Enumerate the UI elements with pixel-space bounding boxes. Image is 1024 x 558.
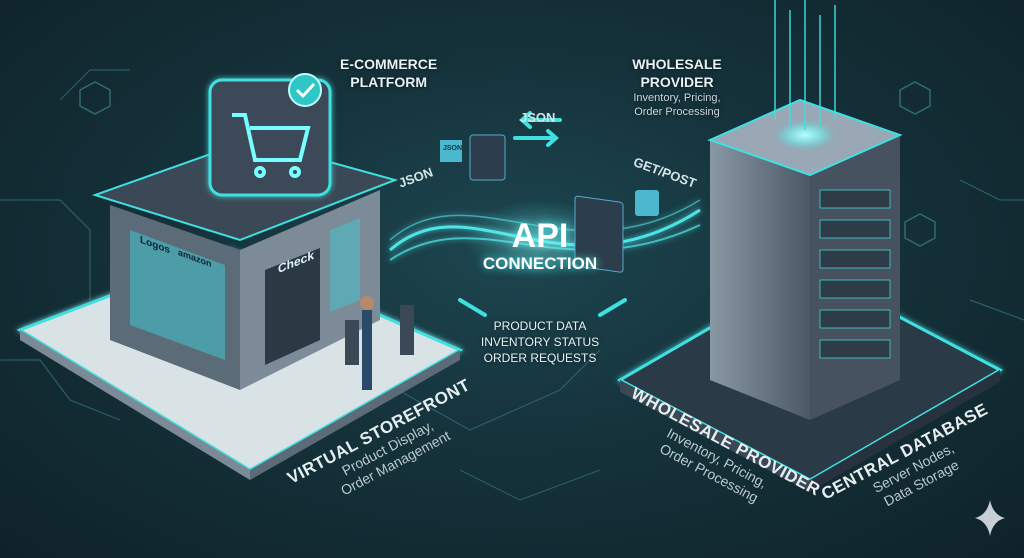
flow-order-requests: ORDER REQUESTS: [483, 351, 597, 365]
ecommerce-line1: E-COMMERCE: [340, 56, 438, 72]
flow-product-data: PRODUCT DATA: [493, 319, 587, 333]
cart-sign: [208, 78, 332, 197]
api-connection-label: API CONNECTION: [470, 218, 610, 274]
wholesale-line2: PROVIDER: [640, 74, 714, 90]
circuit-lines: [0, 69, 1024, 501]
flow-list: PRODUCT DATA INVENTORY STATUS ORDER REQU…: [470, 318, 610, 366]
json-tag-top: JSON: [520, 110, 556, 125]
ecommerce-line2: PLATFORM: [350, 74, 427, 90]
flow-inventory-status: INVENTORY STATUS: [480, 335, 600, 349]
hexagon-icon: [79, 81, 936, 247]
ecommerce-label: E-COMMERCE PLATFORM: [340, 55, 437, 91]
arrow-icon: [458, 111, 627, 317]
shopping-cart-icon: [232, 113, 311, 178]
json-doc-tag: JSON: [443, 145, 463, 152]
wholesale-sub2: Order Processing: [634, 106, 720, 118]
api-subtitle: CONNECTION: [482, 254, 598, 273]
wholesale-top-label: WHOLESALE PROVIDER Inventory, Pricing, O…: [612, 55, 742, 119]
sparkle-icon: [975, 500, 1005, 536]
checkmark-icon: [288, 73, 322, 107]
wholesale-sub1: Inventory, Pricing,: [633, 92, 721, 104]
server-tower: [710, 140, 810, 420]
api-title: API: [511, 217, 569, 255]
wholesale-line1: WHOLESALE: [632, 56, 722, 72]
